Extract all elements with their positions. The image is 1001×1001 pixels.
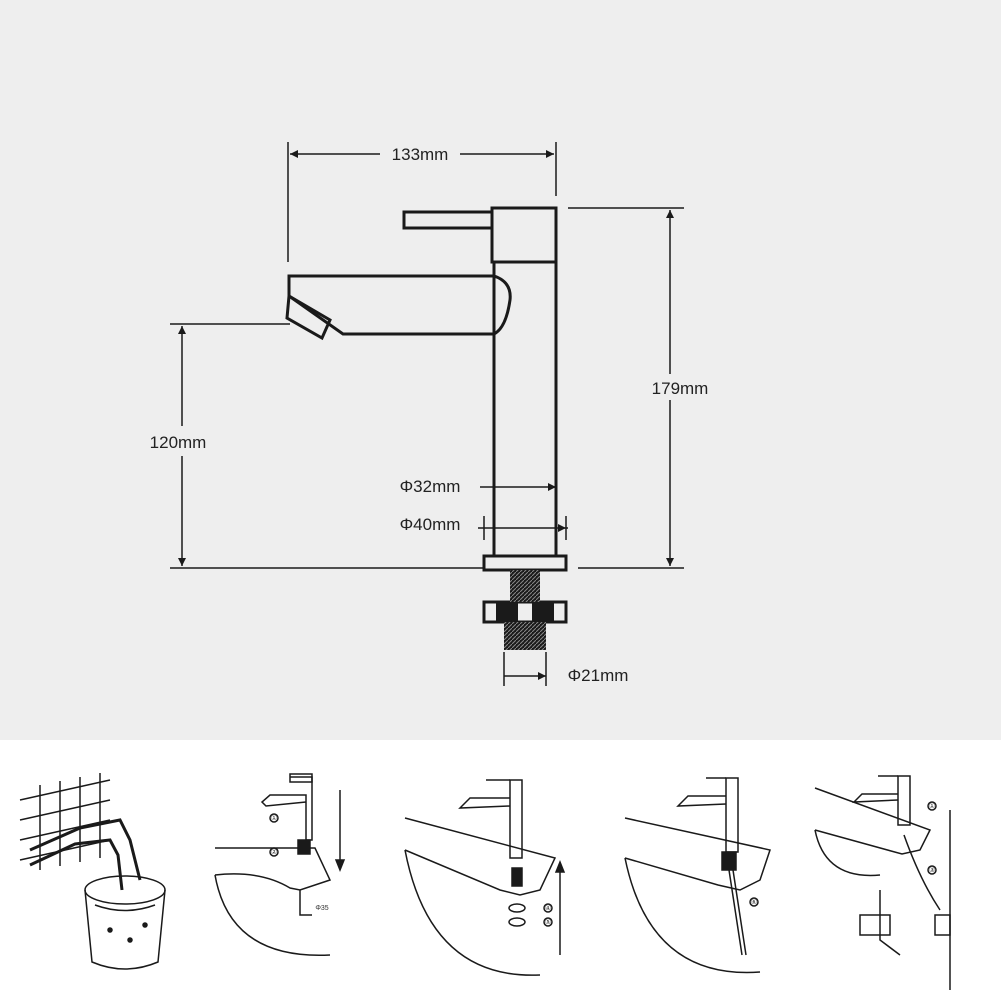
step3-label-4: ④ [545,904,551,912]
width-label: 133mm [392,145,449,164]
step4-illustration [624,777,771,974]
step2-label-1: ① [271,814,277,822]
dimension-lines [170,142,684,686]
step5-label-3: ③ [929,866,935,874]
faucet-aerator [285,293,332,341]
step5-illustration [814,775,951,990]
height-label: 179mm [652,379,709,398]
thread-diameter-label: Φ21mm [568,666,629,685]
spout-height-label: 120mm [150,433,207,452]
faucet-body [492,262,558,556]
installation-illustrations: ① ② Φ35 ④ ⑤ ⑥ ① ③ [19,773,951,990]
faucet-thread-upper [510,570,540,602]
faucet-cap [490,206,558,264]
body-diameter-label: Φ32mm [400,477,461,496]
nut-tab-right [532,602,554,622]
dimension-arrows [178,150,674,680]
step2-label-2: ② [271,849,277,856]
dimension-panel: 133mm 179mm 120mm Φ32mm Φ40mm Φ21mm [0,0,1001,740]
faucet-base [482,554,568,572]
step2-hole-label: Φ35 [315,905,328,912]
step2-illustration [214,773,346,957]
step3-label-5: ⑤ [545,918,551,926]
step5-label-1: ① [929,802,935,810]
nut-tab-left [496,602,518,622]
installation-steps: ① ② Φ35 ④ ⑤ ⑥ ① ③ [0,740,1001,1001]
faucet-spout [287,274,512,336]
faucet-handle [402,210,494,230]
base-diameter-label: Φ40mm [400,515,461,534]
step1-illustration [19,773,166,970]
faucet-dimension-drawing: 133mm 179mm 120mm Φ32mm Φ40mm Φ21mm [150,142,709,686]
step3-illustration [404,779,566,976]
step4-label-6: ⑥ [751,898,757,906]
faucet-outline [285,206,568,624]
faucet-thread-lower [504,622,546,650]
